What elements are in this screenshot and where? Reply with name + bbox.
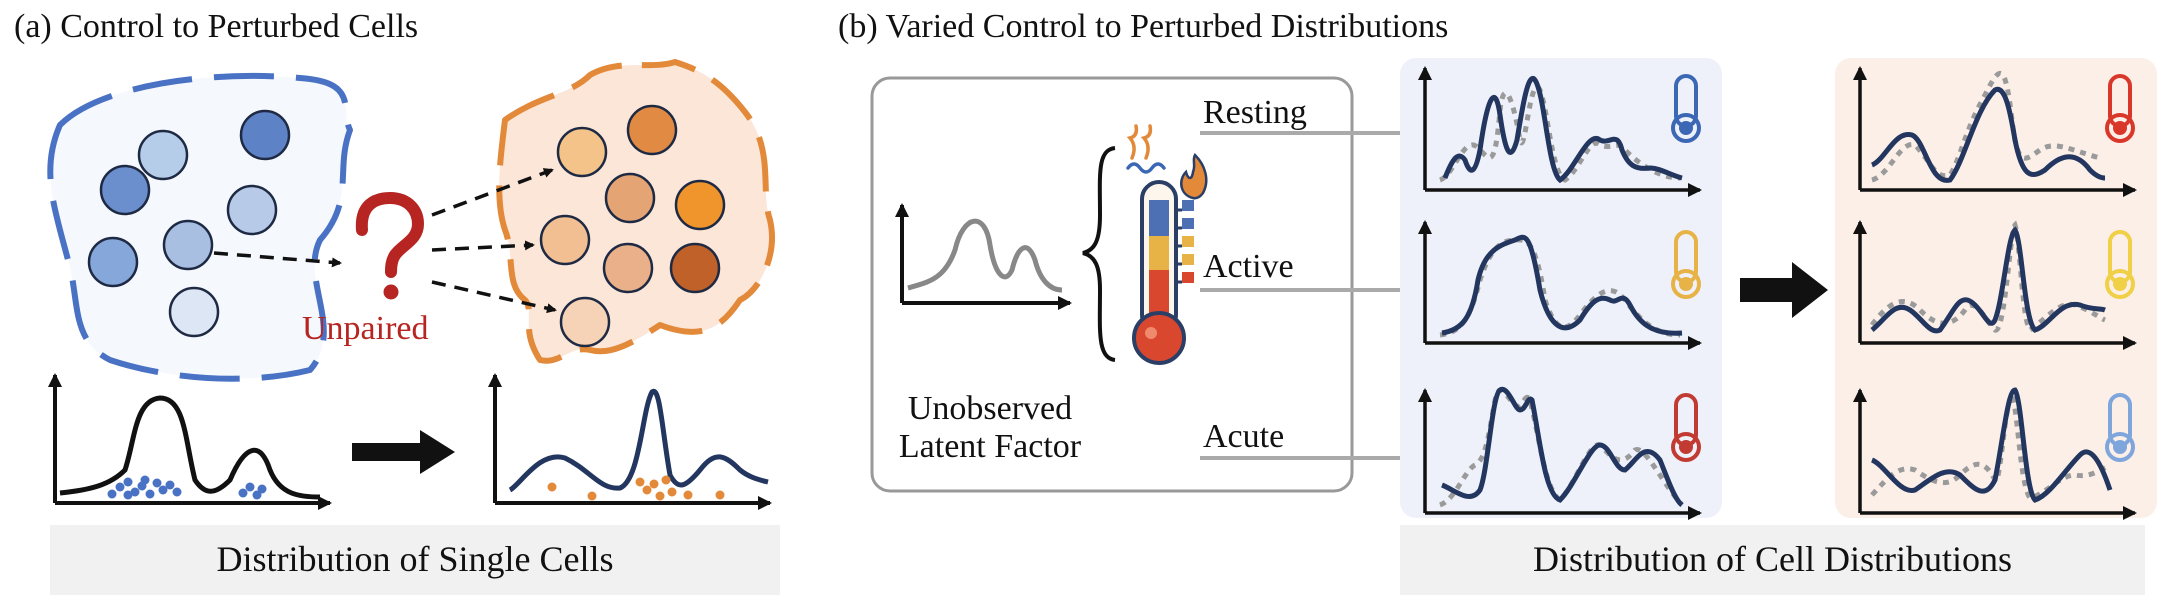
control-cell: [137, 129, 189, 181]
arrow-right-icon: [352, 430, 455, 474]
unpaired-label: Unpaired: [302, 310, 429, 347]
thermometer-warm-icon: [1671, 230, 1701, 299]
state-label-active: Active: [1203, 248, 1294, 285]
flame-icon: [1180, 152, 1208, 200]
question-mark-icon: [355, 191, 425, 300]
control-cell: [168, 286, 220, 338]
thermometer-hot-icon: [2105, 74, 2135, 143]
control-cell: [162, 219, 214, 271]
caption-bar-cell-distributions: [1400, 525, 2145, 595]
perturbed-distribution-plot: [1853, 387, 2137, 520]
control-cell: [99, 164, 151, 216]
latent-factor-box: [870, 76, 1354, 493]
perturbed-density-plot: [488, 373, 772, 510]
state-label-acute: Acute: [1203, 418, 1285, 455]
brace: [1082, 146, 1116, 362]
control-cell: [226, 184, 278, 236]
control-density-plot: [48, 373, 332, 510]
latent-density-plot: [895, 203, 1072, 310]
caption-cell-distributions: Distribution of Cell Distributions: [1532, 539, 2012, 579]
thermometer-cold-icon: [2105, 393, 2135, 462]
unpaired-arrows: [213, 168, 557, 314]
latent-label-line1: Unobserved: [907, 390, 1073, 427]
perturbed-cell: [669, 242, 721, 294]
caption-bar-single-cells: [50, 525, 780, 595]
perturbed-cell: [602, 242, 654, 294]
thermometer-cold-icon: [1671, 74, 1701, 143]
thermometer-hot-icon: [1671, 393, 1701, 462]
arrow-right-icon: [1740, 262, 1828, 318]
state-label-resting: Resting: [1203, 94, 1307, 131]
control-distribution-plot: [1418, 386, 1702, 520]
control-distribution-plot: [1418, 220, 1702, 350]
perturbed-cell: [674, 179, 726, 231]
thermometer-icon: [1132, 180, 1194, 365]
control-cell: [239, 109, 291, 161]
control-cell: [87, 236, 139, 288]
heat-wave-icon: [1126, 124, 1166, 174]
caption-single-cells: Distribution of Single Cells: [216, 539, 614, 579]
perturbed-cell: [556, 126, 608, 178]
perturbed-cell: [559, 296, 611, 348]
panel-a-title: (a) Control to Perturbed Cells: [14, 8, 419, 45]
control-cell-population: [47, 72, 353, 382]
panel-b-title: (b) Varied Control to Perturbed Distribu…: [838, 8, 1449, 45]
perturbed-cell-population: [496, 59, 775, 364]
perturbed-distribution-plot: [1853, 66, 2137, 197]
thermometer-warm-icon: [2105, 230, 2135, 299]
control-distribution-plot: [1418, 66, 1702, 197]
control-distributions-panel: [1400, 58, 1722, 518]
perturbed-distribution-plot: [1853, 220, 2137, 350]
perturbed-cell: [604, 172, 656, 224]
perturbed-cell: [626, 104, 678, 156]
perturbed-distributions-panel: [1835, 58, 2157, 518]
latent-label-line2: Latent Factor: [898, 428, 1082, 465]
state-arrows: [1200, 125, 1428, 466]
perturbed-cell: [539, 214, 591, 266]
